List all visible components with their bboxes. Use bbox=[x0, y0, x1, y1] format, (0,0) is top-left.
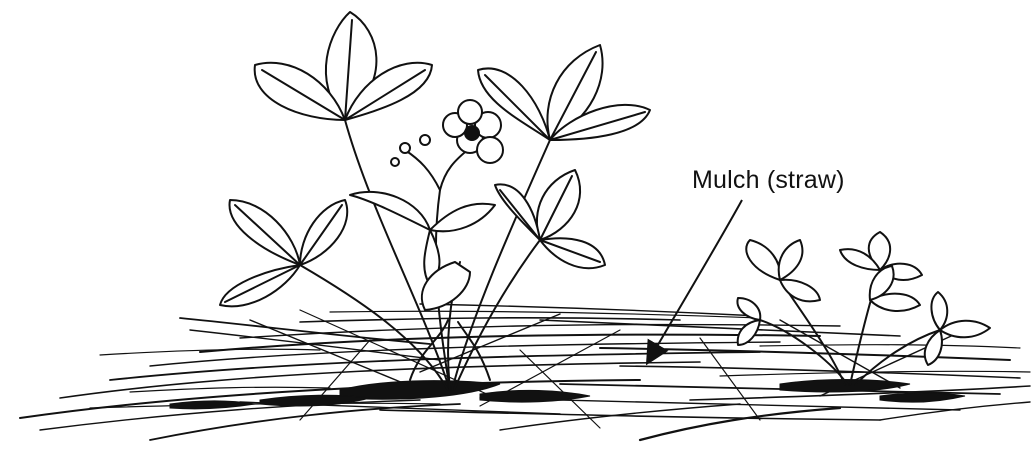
strawberry-flower bbox=[443, 100, 503, 163]
leaf-mid-right bbox=[495, 170, 605, 268]
strawberry-plant-small bbox=[737, 232, 990, 385]
callout-arrow bbox=[652, 200, 742, 355]
leaf-small-right bbox=[925, 292, 990, 365]
leaf-center bbox=[350, 192, 495, 310]
leaf-small-lower-left bbox=[737, 298, 760, 345]
leaf-top-right bbox=[478, 45, 650, 140]
leaf-mid-left bbox=[220, 200, 347, 306]
leaf-small-left bbox=[746, 240, 820, 301]
mulch-callout-label: Mulch (straw) bbox=[692, 168, 845, 193]
leaf-top-left bbox=[255, 12, 432, 120]
strawberry-plant-large bbox=[220, 12, 650, 390]
straw-mulch bbox=[20, 304, 1030, 440]
